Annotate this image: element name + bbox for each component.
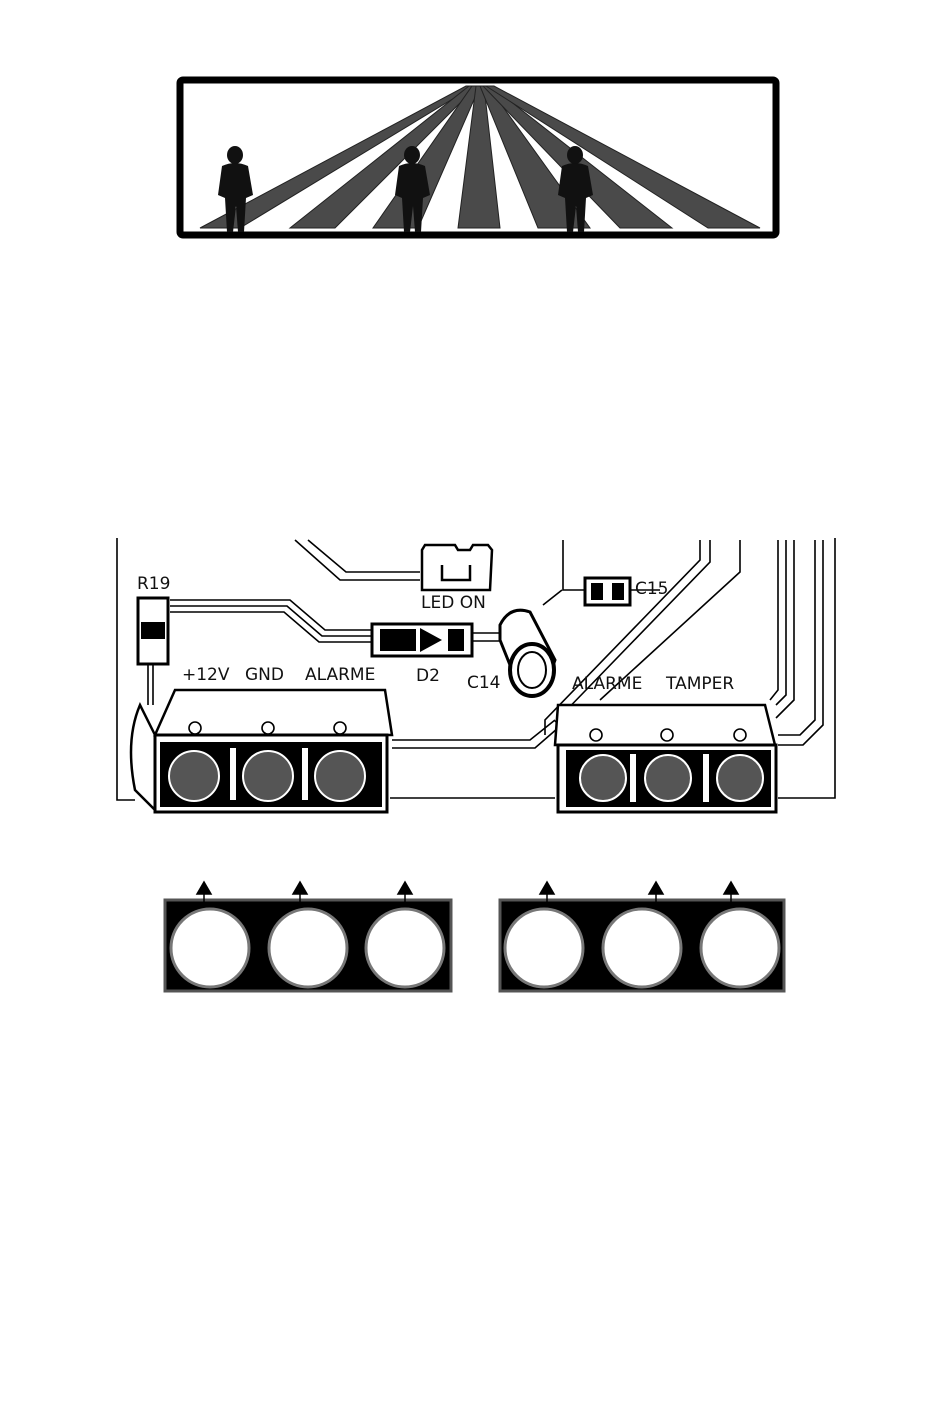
left-hole-3 <box>366 909 444 987</box>
right-hole-2 <box>603 909 681 987</box>
left-hole-1 <box>171 909 249 987</box>
detection-pattern <box>180 80 776 235</box>
trace-r19-d2-2 <box>170 606 372 636</box>
left-hole-2 <box>269 909 347 987</box>
trace-c15-c14 <box>543 590 562 605</box>
label-led-on: LED ON <box>421 593 486 613</box>
trace-right-2 <box>555 540 710 722</box>
trace-r19-down <box>148 665 153 705</box>
right-hole-3 <box>701 909 779 987</box>
connector-diagram <box>165 882 784 991</box>
trace-d2-c14 <box>473 633 500 641</box>
label-c14: C14 <box>467 673 501 693</box>
trace-r19-d2-3 <box>170 612 372 642</box>
label-right-alarme: ALARME <box>572 674 642 694</box>
label-d2: D2 <box>416 666 440 686</box>
trace-middle-1 <box>392 720 555 740</box>
trace-c15 <box>563 540 585 590</box>
trace-right-7 <box>778 540 815 735</box>
label-left-12v: +12V <box>182 665 230 685</box>
right-connector <box>500 900 784 991</box>
left-terminal-block <box>131 690 392 812</box>
right-hole-1 <box>505 909 583 987</box>
d2-diode <box>372 624 472 656</box>
c14-capacitor <box>500 610 555 696</box>
trace-led <box>295 540 420 580</box>
led-on-component <box>422 545 492 590</box>
label-left-gnd: GND <box>245 665 284 685</box>
trace-right-4 <box>770 540 778 700</box>
label-r19: R19 <box>137 574 170 594</box>
trace-r19-d2-1 <box>170 600 372 630</box>
label-c15: C15 <box>635 579 669 599</box>
label-left-alarme: ALARME <box>305 665 375 685</box>
c15-capacitor <box>585 578 630 605</box>
r19-resistor <box>138 598 168 664</box>
trace-right-8 <box>778 540 823 745</box>
left-connector <box>165 900 451 991</box>
right-terminal-block <box>555 705 776 812</box>
label-right-tamper: TAMPER <box>665 674 734 694</box>
